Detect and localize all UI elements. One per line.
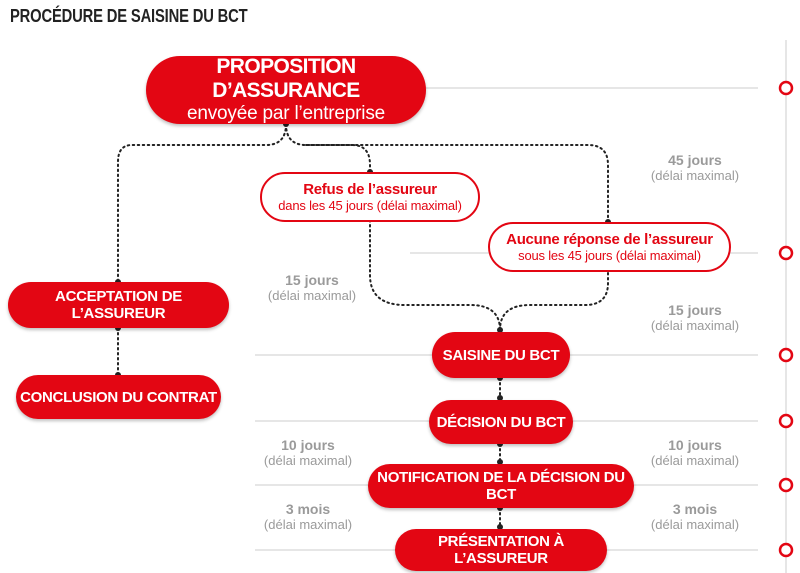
timeline-marker-45 [778,245,794,261]
node-aucune-reponse: Aucune réponse de l’assureur sous les 45… [488,222,731,272]
dot-decision-top [497,395,503,401]
node-proposition-title: PROPOSITION D’ASSURANCE [212,55,360,102]
node-notification: NOTIFICATION DE LA DÉCISION DU BCT [368,464,634,508]
duration-right-15: 15 jours (délai maximal) [640,302,750,334]
duration-right-45-note: (délai maximal) [650,168,740,183]
node-notification-title: NOTIFICATION DE LA DÉCISION DU BCT [377,469,625,503]
duration-right-10: 10 jours (délai maximal) [640,437,750,469]
duration-right-10-note: (délai maximal) [650,453,740,468]
duration-right-45: 45 jours (délai maximal) [640,152,750,184]
connector-refus-to-saisine [369,219,501,331]
node-saisine-title: SAISINE DU BCT [442,346,560,364]
duration-right-15-days: 15 jours [668,302,722,318]
duration-right-45-days: 45 jours [668,152,722,168]
duration-left-3-note: (délai maximal) [263,517,353,532]
duration-left-3-days: 3 mois [285,501,331,517]
node-refus: Refus de l’assureur dans les 45 jours (d… [260,172,480,222]
connector-aucune-to-saisine [499,267,609,331]
duration-right-3-note: (délai maximal) [650,517,740,532]
node-proposition-subtitle: envoyée par l’entreprise [187,103,385,124]
timeline-markers [778,80,794,558]
node-conclusion: CONCLUSION DU CONTRAT [16,375,221,419]
connector-to-acceptation [117,123,287,283]
node-presentation: PRÉSENTATION À L’ASSUREUR [395,529,607,571]
duration-left-10-note: (délai maximal) [263,453,353,468]
node-acceptation-title: ACCEPTATION DE L’ASSUREUR [55,288,182,322]
node-saisine: SAISINE DU BCT [432,332,570,378]
dotted-connectors [117,123,609,528]
duration-right-10-days: 10 jours [668,437,722,453]
duration-left-3: 3 mois (délai maximal) [253,501,363,533]
connector-to-refus [285,123,371,173]
timeline-marker-start [778,80,794,96]
node-refus-title: Refus de l’assureur [303,181,437,198]
duration-left-15-days: 15 jours [285,272,339,288]
duration-left-15-note: (délai maximal) [267,288,357,303]
timeline-marker-notification [778,477,794,493]
node-acceptation: ACCEPTATION DE L’ASSUREUR [8,282,229,328]
node-conclusion-title: CONCLUSION DU CONTRAT [20,388,217,406]
node-aucune-reponse-subtitle: sous les 45 jours (délai maximal) [518,248,701,263]
duration-right-3: 3 mois (délai maximal) [640,501,750,533]
page-title: PROCÉDURE DE SAISINE DU BCT [10,6,248,26]
dot-presentation [497,524,503,530]
duration-left-10-days: 10 jours [281,437,335,453]
duration-right-15-note: (délai maximal) [650,318,740,333]
dot-notification-top [497,459,503,465]
duration-right-3-days: 3 mois [672,501,718,517]
duration-left-10: 10 jours (délai maximal) [253,437,363,469]
node-decision-title: DÉCISION DU BCT [436,413,566,431]
timeline-marker-decision [778,413,794,429]
node-aucune-reponse-title: Aucune réponse de l’assureur [506,231,713,248]
node-refus-subtitle: dans les 45 jours (délai maximal) [278,198,462,213]
node-decision: DÉCISION DU BCT [429,400,573,444]
timeline-marker-saisine [778,347,794,363]
timeline-marker-presentation [778,542,794,558]
node-presentation-title: PRÉSENTATION À L’ASSUREUR [437,533,565,567]
connector-to-aucune-reponse [305,144,609,223]
duration-left-15: 15 jours (délai maximal) [257,272,367,304]
dot-saisine-top [497,327,503,333]
node-proposition: PROPOSITION D’ASSURANCE envoyée par l’en… [146,55,426,124]
